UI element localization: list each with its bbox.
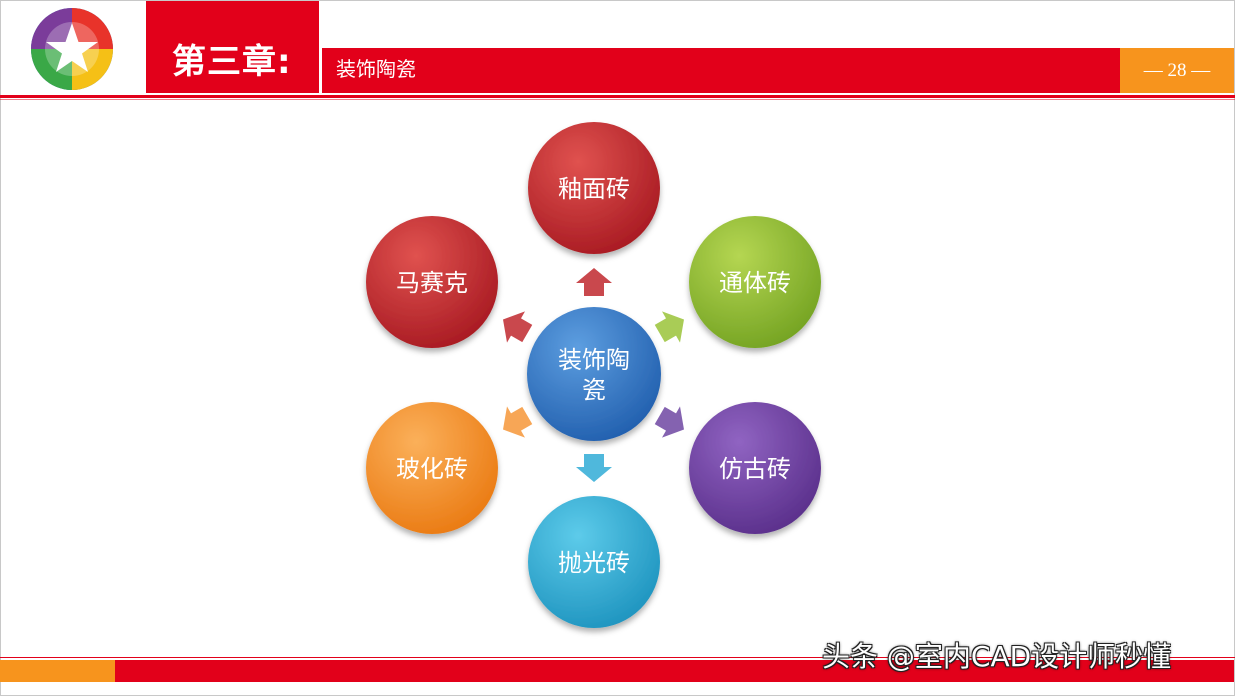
arrow-upper-right-icon	[654, 311, 684, 343]
node-label: 通体砖	[719, 269, 791, 297]
node-label: 抛光砖	[558, 549, 630, 577]
node-mosaic: 马赛克	[366, 216, 498, 348]
logo-star-icon	[31, 8, 113, 90]
node-through-body-tile: 通体砖	[689, 216, 821, 348]
title-bar	[322, 48, 1120, 93]
chapter-heading: 第三章:	[172, 42, 292, 82]
arrow-upper-left-icon	[503, 311, 533, 343]
node-polished-tile: 抛光砖	[528, 496, 660, 628]
footer-orange-bar	[0, 660, 115, 682]
arrow-lower-left-icon	[503, 406, 533, 438]
chapter-box	[146, 1, 319, 93]
arrow-up-icon	[576, 268, 612, 296]
arrow-down-icon	[576, 454, 612, 482]
node-label: 釉面砖	[558, 175, 630, 203]
footer-red-bar	[115, 660, 1234, 682]
node-vitrified-tile: 玻化砖	[366, 402, 498, 534]
center-label-line2: 瓷	[582, 376, 606, 404]
watermark: 头条 @室内CAD设计师秒懂	[822, 640, 1172, 673]
node-label: 仿古砖	[719, 455, 791, 483]
node-glazed-tile: 釉面砖	[528, 122, 660, 254]
arrow-lower-right-icon	[654, 406, 684, 438]
center-label-line1: 装饰陶	[558, 346, 630, 374]
center-node: 装饰陶 瓷	[527, 307, 661, 441]
header-rule	[0, 95, 1235, 98]
slide-title: 装饰陶瓷	[336, 57, 416, 81]
header-rule-thin	[0, 99, 1235, 100]
page-number: — 28 —	[1143, 60, 1211, 81]
footer-rule	[0, 657, 1235, 658]
node-label: 玻化砖	[396, 455, 468, 483]
node-label: 马赛克	[396, 269, 468, 297]
page-number-box	[1120, 48, 1234, 93]
node-antique-tile: 仿古砖	[689, 402, 821, 534]
